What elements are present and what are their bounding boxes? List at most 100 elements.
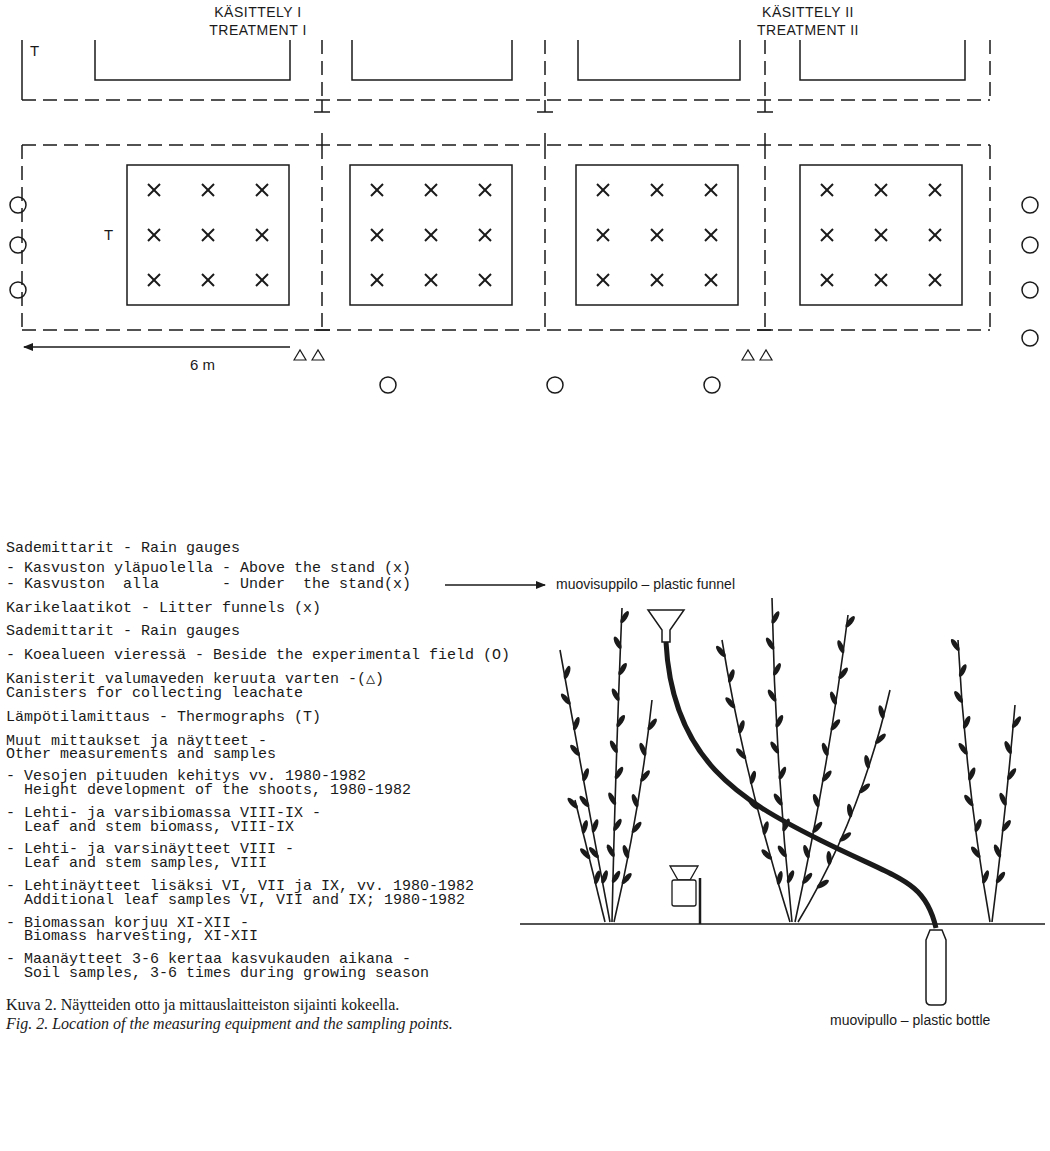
legend-line: Height development of the shoots, 1980-1…: [24, 782, 411, 799]
x-mark: [821, 229, 833, 241]
upper-plot: [800, 40, 965, 80]
leaf: [957, 742, 969, 756]
willow-stems: [560, 598, 1015, 922]
leaf: [973, 818, 983, 833]
x-mark: [651, 274, 663, 286]
x-mark: [202, 229, 214, 241]
x-mark: [821, 184, 833, 196]
leaf: [981, 869, 991, 884]
upper-plot: [352, 40, 512, 80]
x-mark: [202, 184, 214, 196]
leaf: [963, 793, 976, 807]
leaf: [766, 688, 778, 703]
leaf: [646, 717, 659, 731]
rain-gauge-circles: [10, 197, 1038, 393]
x-mark: [821, 229, 833, 241]
leaf: [610, 687, 621, 702]
leaf: [785, 869, 796, 884]
leaf: [566, 796, 579, 810]
path-stub: [757, 329, 773, 331]
leaf: [562, 665, 572, 680]
leaf: [1000, 819, 1012, 833]
upper-plot: [578, 40, 740, 80]
x-mark: [705, 184, 717, 196]
x-mark: [597, 229, 609, 241]
x-mark: [425, 229, 437, 241]
figure-caption: Fig. 2. Location of the measuring equipm…: [6, 1015, 453, 1033]
x-mark: [597, 184, 609, 196]
x-mark: [875, 184, 887, 196]
plot-square: [127, 165, 289, 305]
thermograph-symbol: T: [30, 42, 39, 59]
leaf: [639, 769, 652, 783]
leaf: [776, 871, 784, 886]
x-mark: [371, 184, 383, 196]
leaf: [857, 782, 871, 795]
leaf: [769, 740, 781, 755]
leaf: [1010, 715, 1022, 729]
x-mark: [479, 274, 491, 286]
legend-heading: Sademittarit - Rain gauges: [6, 623, 240, 640]
leaf: [580, 819, 589, 834]
leaf: [811, 820, 824, 834]
plot-square: [350, 165, 512, 305]
leaf: [994, 870, 1007, 884]
legend-line: Biomass harvesting, XI-XII: [24, 928, 258, 945]
leaf: [836, 639, 846, 654]
x-mark: [148, 229, 160, 241]
legend-heading: Other measurements and samples: [6, 746, 276, 763]
legend-line: Leaf and stem biomass, VIII-IX: [24, 819, 294, 836]
x-mark: [256, 184, 268, 196]
leaf: [600, 870, 610, 885]
x-mark: [371, 229, 383, 241]
gauge-funnel: [670, 866, 698, 880]
legend-line: - Kasvuston alla - Under the stand(x): [6, 576, 411, 593]
treatment-heading: TREATMENT II: [757, 22, 859, 38]
x-mark: [256, 229, 268, 241]
leaf: [957, 663, 968, 678]
leaf: [569, 743, 582, 757]
leaf: [877, 705, 886, 720]
leaf: [874, 732, 888, 745]
x-mark: [929, 229, 941, 241]
path-stubs: [314, 100, 773, 145]
leaf: [776, 844, 788, 858]
leaf: [1005, 767, 1017, 781]
leaf: [630, 820, 643, 834]
leaf: [828, 691, 838, 706]
x-mark: [256, 229, 268, 241]
x-mark: [597, 274, 609, 286]
x-mark: [371, 274, 383, 286]
illustration-label: muovisuppilo – plastic funnel: [556, 576, 735, 592]
leaf: [1003, 740, 1014, 755]
legend-line: Soil samples, 3-6 times during growing s…: [24, 965, 429, 982]
x-mark: [651, 184, 663, 196]
x-mark: [479, 184, 491, 196]
x-mark: [705, 274, 717, 286]
legend-line: - Kasvuston yläpuolella - Above the stan…: [6, 560, 411, 577]
x-mark: [425, 229, 437, 241]
x-mark: [705, 274, 717, 286]
leaf: [961, 715, 972, 730]
leaf: [638, 742, 648, 757]
x-mark: [929, 229, 941, 241]
x-mark: [202, 184, 214, 196]
dimension-arrow: [24, 346, 290, 348]
leaf: [724, 696, 737, 710]
leaf: [998, 792, 1008, 807]
leaf: [590, 818, 600, 833]
x-mark: [371, 184, 383, 196]
x-mark: [148, 229, 160, 241]
x-mark: [597, 184, 609, 196]
leaf: [949, 638, 961, 653]
plot-square: [576, 165, 738, 305]
treatment-heading: TREATMENT I: [209, 22, 307, 38]
x-mark: [875, 184, 887, 196]
thermograph-symbol: T: [104, 226, 113, 243]
x-mark: [929, 274, 941, 286]
upper-dashed-lines: [22, 40, 990, 100]
x-mark: [425, 184, 437, 196]
leaf: [844, 615, 857, 629]
leaf: [593, 870, 602, 885]
